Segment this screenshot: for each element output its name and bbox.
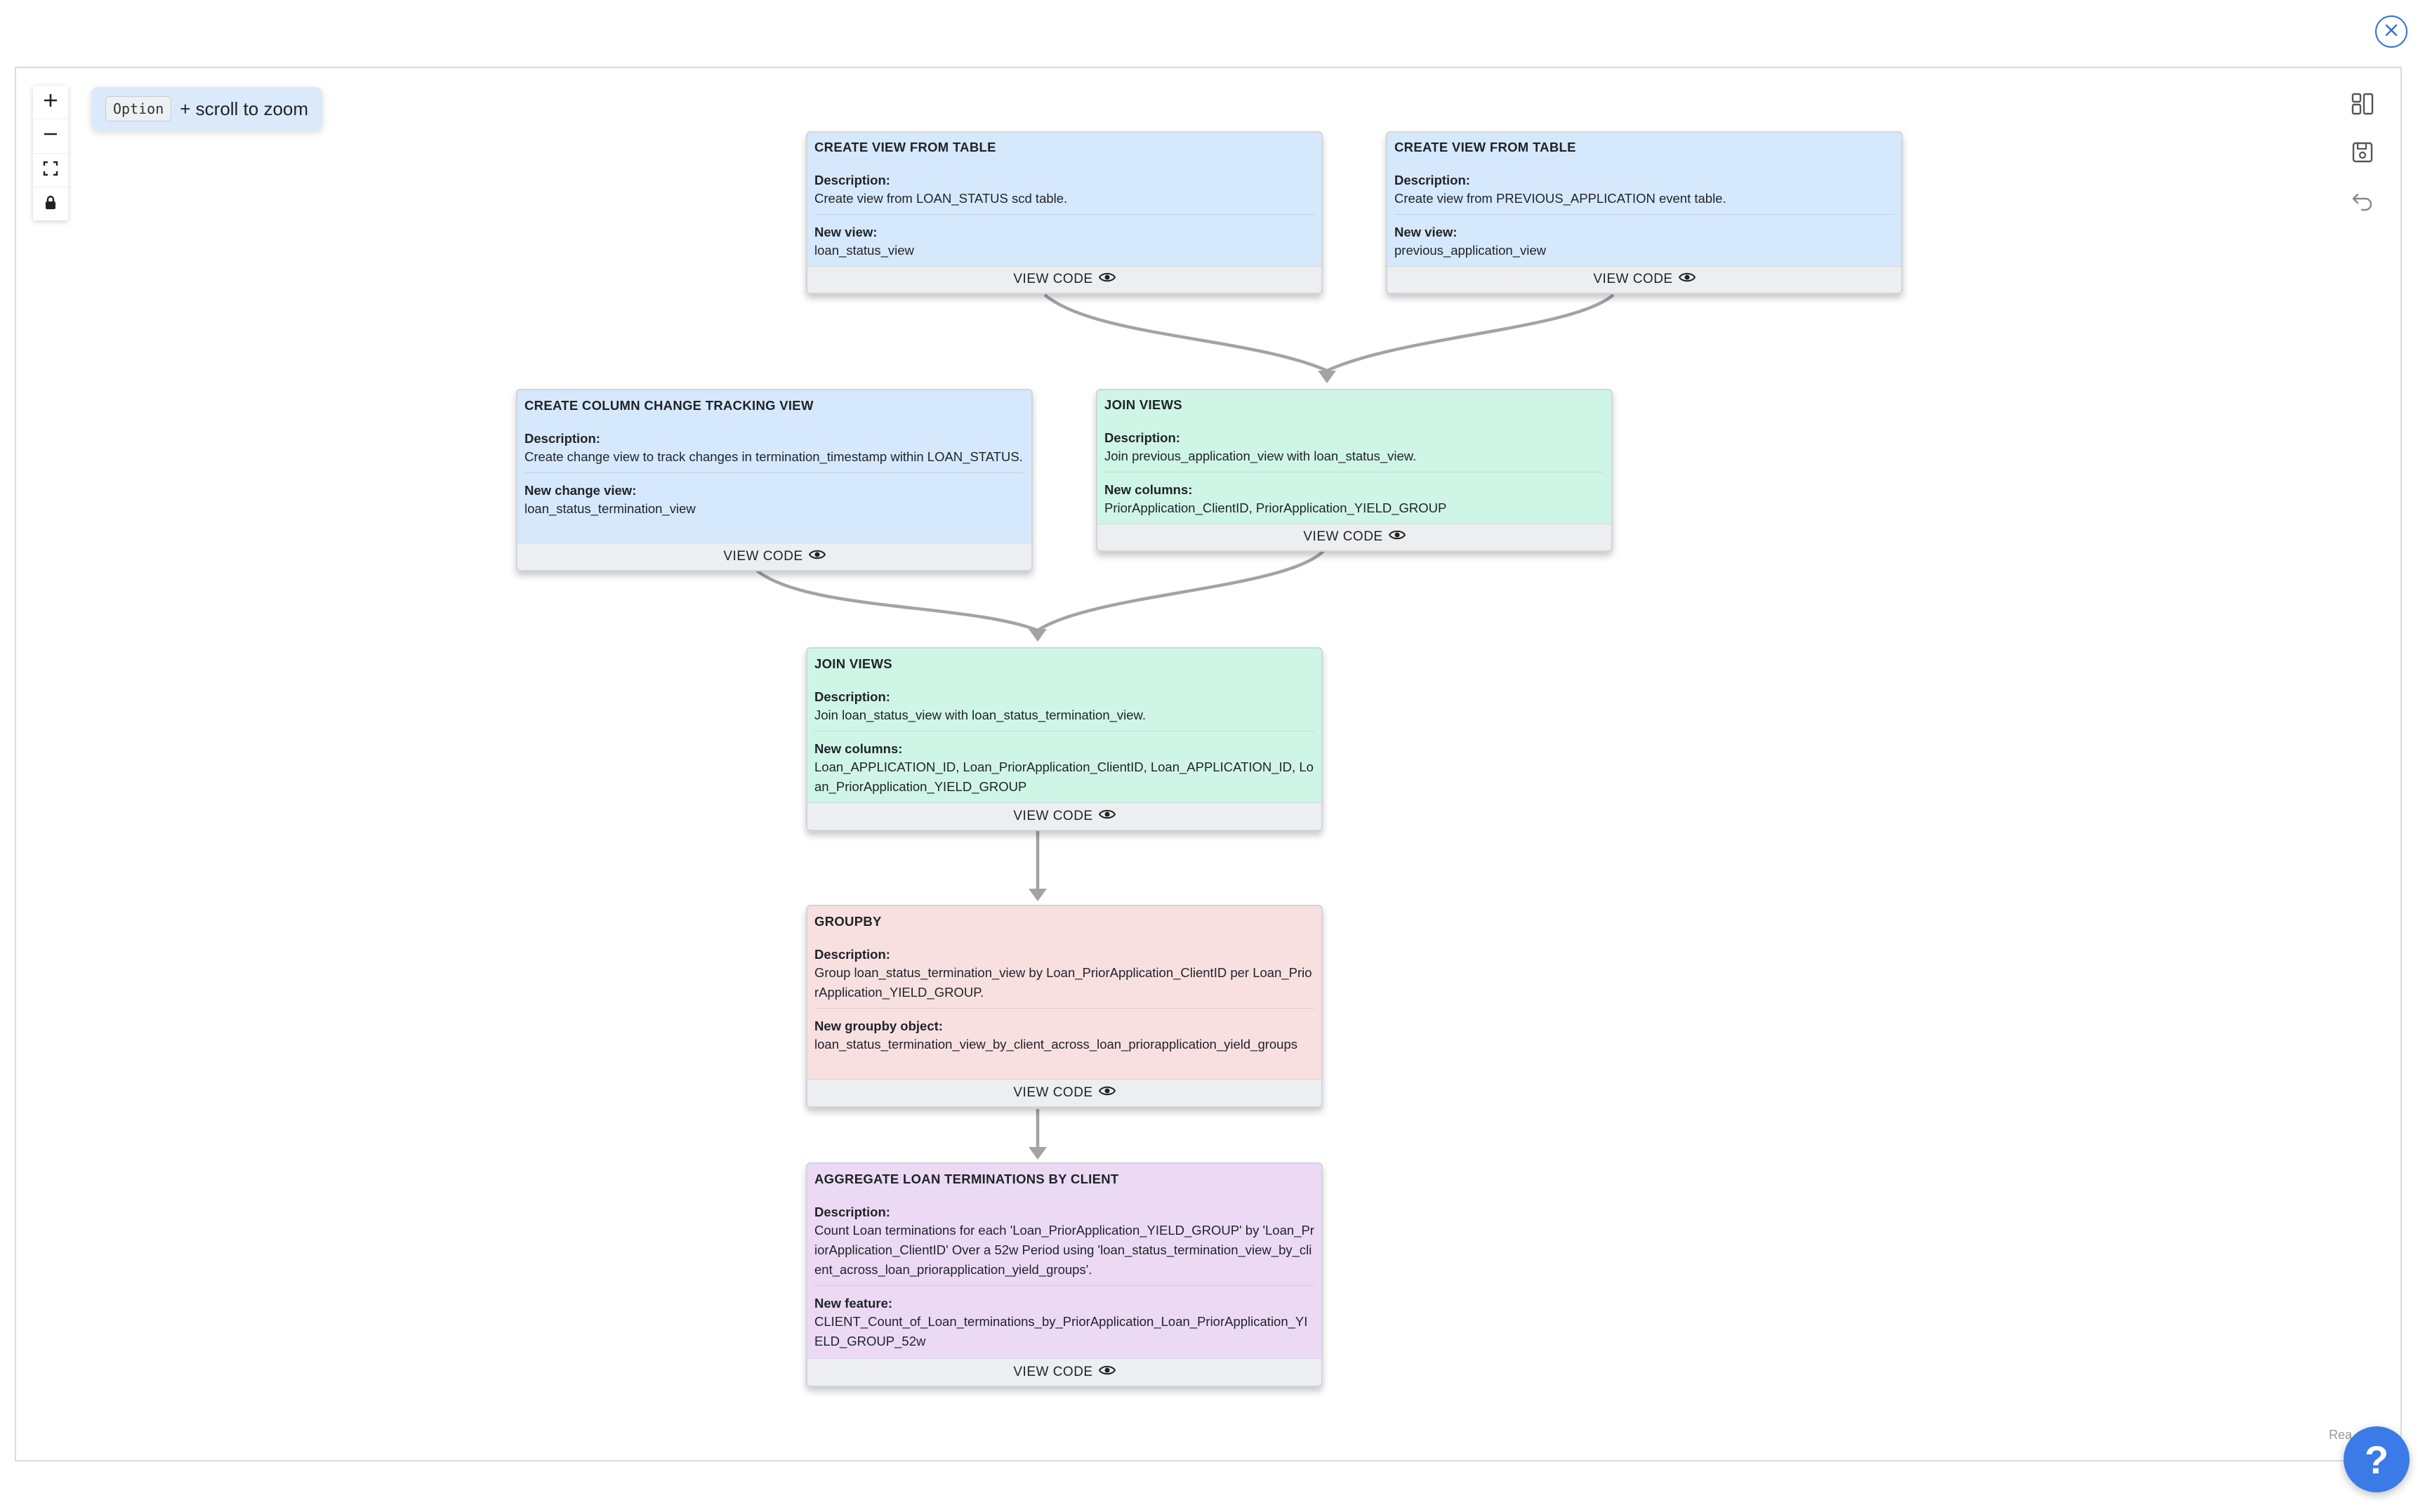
field-label: New feature: bbox=[814, 1296, 893, 1311]
edge-arrow bbox=[1029, 1147, 1047, 1160]
save-icon bbox=[2351, 140, 2374, 168]
field-value: PriorApplication_ClientID, PriorApplicat… bbox=[1104, 500, 1447, 515]
field-label: Description: bbox=[524, 431, 600, 446]
edge bbox=[1326, 293, 1615, 373]
field-value: loan_status_termination_view bbox=[524, 501, 696, 516]
node-join-views-2[interactable]: JOIN VIEWS Description: Join loan_status_… bbox=[806, 647, 1323, 831]
eye-icon bbox=[1098, 808, 1116, 825]
node-title: JOIN VIEWS bbox=[814, 656, 892, 671]
edge bbox=[755, 569, 1038, 632]
node-title: JOIN VIEWS bbox=[1104, 397, 1182, 413]
close-button[interactable] bbox=[2375, 15, 2407, 48]
view-code-label: VIEW CODE bbox=[1303, 529, 1383, 545]
field-label: Description: bbox=[1104, 430, 1180, 445]
zoom-controls bbox=[33, 86, 68, 220]
edge-arrow bbox=[1029, 889, 1047, 901]
field-value: Create view from PREVIOUS_APPLICATION ev… bbox=[1394, 190, 1726, 206]
save-button[interactable] bbox=[2345, 136, 2380, 171]
canvas-tools bbox=[2345, 88, 2380, 233]
field-value: CLIENT_Count_of_Loan_terminations_by_Pri… bbox=[814, 1314, 1308, 1348]
node-create-view-loan-status[interactable]: CREATE VIEW FROM TABLE Description: Creat… bbox=[806, 131, 1323, 294]
view-code-label: VIEW CODE bbox=[1013, 272, 1093, 287]
view-code-button[interactable]: VIEW CODE bbox=[807, 265, 1321, 293]
field-label: New view: bbox=[814, 224, 878, 239]
view-code-button[interactable]: VIEW CODE bbox=[517, 543, 1031, 570]
field-label: New view: bbox=[1394, 224, 1458, 239]
eye-icon bbox=[1098, 271, 1116, 288]
eye-icon bbox=[1098, 1364, 1116, 1381]
zoom-out-button[interactable] bbox=[33, 119, 68, 154]
field-label: New columns: bbox=[1104, 482, 1193, 497]
node-change-tracking-view[interactable]: CREATE COLUMN CHANGE TRACKING VIEW Descr… bbox=[516, 389, 1033, 571]
layout-icon bbox=[2351, 92, 2374, 119]
view-code-button[interactable]: VIEW CODE bbox=[1097, 523, 1611, 550]
field-value: Count Loan terminations for each 'Loan_P… bbox=[814, 1223, 1314, 1277]
field-label: Description: bbox=[814, 1205, 890, 1219]
undo-button[interactable] bbox=[2345, 185, 2380, 220]
layout-button[interactable] bbox=[2345, 88, 2380, 123]
eye-icon bbox=[1098, 1085, 1116, 1101]
undo-icon bbox=[2351, 189, 2374, 216]
field-value: Create change view to track changes in t… bbox=[524, 449, 1023, 464]
eye-icon bbox=[1388, 529, 1406, 545]
field-value: Create view from LOAN_STATUS scd table. bbox=[814, 190, 1068, 206]
zoom-in-button[interactable] bbox=[33, 86, 68, 120]
node-join-views-1[interactable]: JOIN VIEWS Description: Join previous_app… bbox=[1096, 389, 1613, 552]
view-code-button[interactable]: VIEW CODE bbox=[807, 1358, 1321, 1386]
field-value: previous_application_view bbox=[1394, 242, 1546, 258]
field-value: Group loan_status_termination_view by Lo… bbox=[814, 965, 1312, 1000]
view-code-button[interactable]: VIEW CODE bbox=[1387, 265, 1901, 293]
field-label: New groupby object: bbox=[814, 1019, 943, 1033]
node-title: AGGREGATE LOAN TERMINATIONS BY CLIENT bbox=[814, 1172, 1119, 1186]
field-label: New change view: bbox=[524, 483, 637, 498]
field-label: New columns: bbox=[814, 741, 903, 756]
edge-arrow bbox=[1318, 371, 1336, 383]
field-value: loan_status_view bbox=[814, 242, 914, 258]
node-groupby[interactable]: GROUPBY Description: Group loan_status_te… bbox=[806, 905, 1323, 1108]
field-value: loan_status_termination_view_by_client_a… bbox=[814, 1037, 1298, 1052]
node-create-view-previous-application[interactable]: CREATE VIEW FROM TABLE Description: Creat… bbox=[1386, 131, 1903, 294]
node-title: CREATE VIEW FROM TABLE bbox=[814, 140, 996, 155]
field-value: Join previous_application_view with loan… bbox=[1104, 448, 1417, 463]
field-label: Description: bbox=[814, 172, 890, 187]
lock-icon bbox=[44, 194, 58, 213]
node-title: CREATE VIEW FROM TABLE bbox=[1394, 140, 1576, 155]
field-label: Description: bbox=[1394, 172, 1470, 187]
node-title: GROUPBY bbox=[814, 914, 882, 929]
help-label: ? bbox=[2364, 1437, 2389, 1482]
edge bbox=[1036, 550, 1325, 632]
attribution-text[interactable]: Rea bbox=[2329, 1428, 2353, 1442]
node-title: CREATE COLUMN CHANGE TRACKING VIEW bbox=[524, 398, 814, 413]
view-code-label: VIEW CODE bbox=[1013, 809, 1093, 823]
edge bbox=[1043, 293, 1328, 373]
view-code-button[interactable]: VIEW CODE bbox=[807, 802, 1321, 830]
fit-view-icon bbox=[43, 161, 58, 180]
plus-icon bbox=[43, 93, 58, 112]
fit-view-button[interactable] bbox=[33, 154, 68, 187]
field-value: Join loan_status_view with loan_status_t… bbox=[814, 708, 1147, 722]
zoom-hint: Option + scroll to zoom bbox=[91, 87, 323, 131]
field-value: Loan_APPLICATION_ID, Loan_PriorApplicati… bbox=[814, 760, 1314, 794]
field-label: Description: bbox=[814, 947, 890, 962]
option-key: Option bbox=[105, 96, 172, 121]
lock-button[interactable] bbox=[33, 187, 68, 220]
view-code-label: VIEW CODE bbox=[1013, 1085, 1093, 1100]
help-button[interactable]: ? bbox=[2344, 1426, 2410, 1492]
node-aggregate-loan-terminations[interactable]: AGGREGATE LOAN TERMINATIONS BY CLIENT De… bbox=[806, 1162, 1323, 1387]
edge-arrow bbox=[1029, 629, 1047, 642]
view-code-button[interactable]: VIEW CODE bbox=[807, 1079, 1321, 1106]
eye-icon bbox=[808, 548, 826, 565]
field-label: Description: bbox=[814, 689, 890, 704]
view-code-label: VIEW CODE bbox=[1013, 1365, 1093, 1379]
eye-icon bbox=[1678, 271, 1696, 288]
view-code-label: VIEW CODE bbox=[723, 549, 803, 564]
view-code-label: VIEW CODE bbox=[1593, 272, 1673, 287]
close-icon bbox=[2384, 22, 2399, 41]
minus-icon bbox=[43, 126, 58, 145]
zoom-hint-text: + scroll to zoom bbox=[180, 98, 309, 119]
